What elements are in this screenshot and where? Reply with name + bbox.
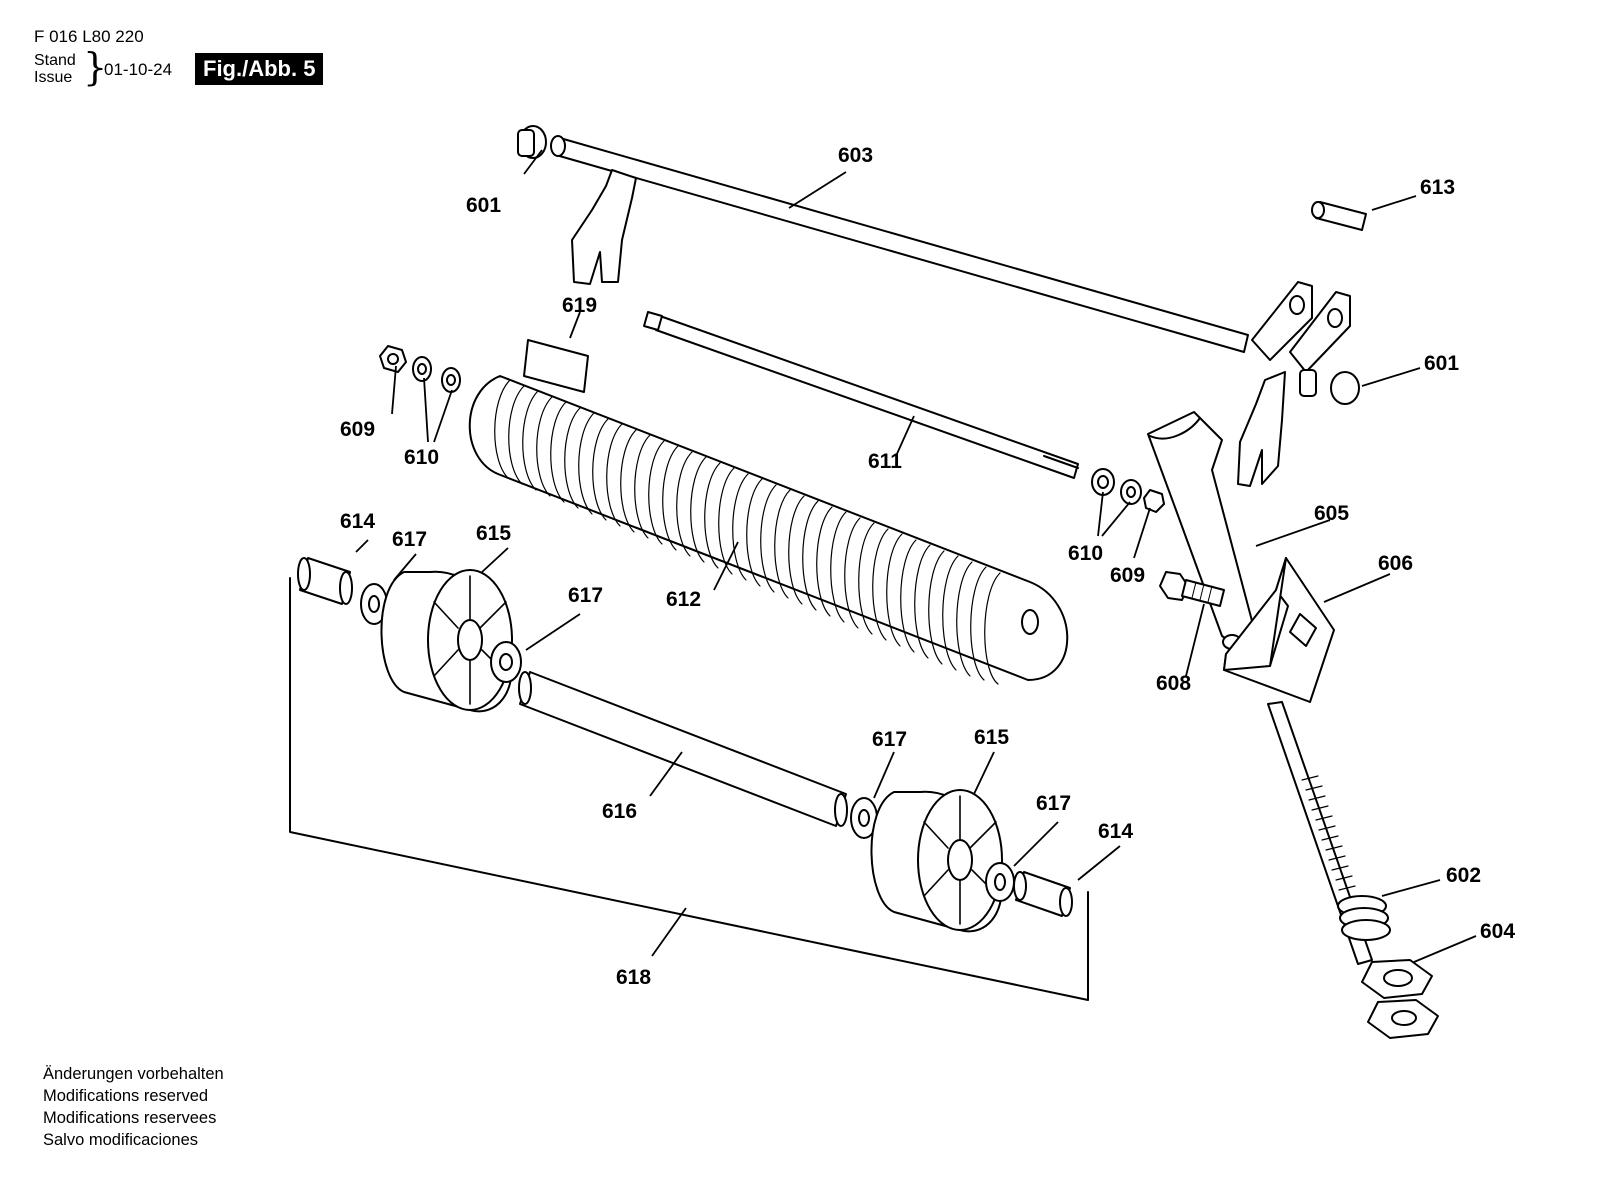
- part-labels: 601 603 613 619 601 609 610 611 605 610 …: [340, 144, 1515, 989]
- part-label-617-mid: 617: [568, 584, 603, 607]
- footer-note-de: Änderungen vorbehalten: [43, 1065, 224, 1083]
- part-label-615-right: 615: [974, 726, 1009, 749]
- issue-date: 01-10-24: [104, 60, 173, 79]
- part-label-610-right: 610: [1068, 542, 1103, 565]
- wheel-615-left: [380, 569, 514, 713]
- part-label-601-left: 601: [466, 194, 501, 217]
- rod-611: [643, 311, 1079, 479]
- document-number: F 016 L80 220: [34, 27, 144, 46]
- part-label-601-right: 601: [1424, 352, 1459, 375]
- part-label-615-left: 615: [476, 522, 511, 545]
- part-label-611: 611: [868, 450, 902, 473]
- box-619: [523, 339, 589, 393]
- washer-617-mid: [490, 641, 522, 683]
- part-label-612: 612: [666, 588, 701, 611]
- part-label-616: 616: [602, 800, 637, 823]
- footer-note-en: Modifications reserved: [43, 1087, 209, 1105]
- footer-note-fr: Modifications reservees: [43, 1109, 217, 1127]
- part-label-603: 603: [838, 144, 873, 167]
- stand-label: Stand: [34, 52, 76, 69]
- brush-roller-612: [468, 375, 1069, 685]
- part-label-609-left: 609: [340, 418, 375, 441]
- washer-617-right-b: [985, 862, 1015, 902]
- part-label-614-left: 614: [340, 510, 375, 533]
- part-label-608: 608: [1156, 672, 1191, 695]
- part-label-610-left: 610: [404, 446, 439, 469]
- issue-label: Issue: [34, 69, 73, 86]
- part-label-606: 606: [1378, 552, 1413, 575]
- footer-notes: Änderungen vorbehalten Modifications res…: [43, 1063, 224, 1151]
- part-label-602: 602: [1446, 864, 1481, 887]
- footer-note-es: Salvo modificaciones: [43, 1131, 198, 1149]
- brace-glyph: }: [83, 45, 108, 89]
- part-label-604: 604: [1480, 920, 1515, 943]
- part-label-618: 618: [616, 966, 651, 989]
- sleeve-614-right: [1013, 871, 1073, 917]
- sleeve-614-left: [297, 557, 353, 605]
- stand-issue-label: Stand Issue: [34, 52, 76, 86]
- part-label-614-right: 614: [1098, 820, 1133, 843]
- part-label-617-right-a: 617: [872, 728, 907, 751]
- washer-617-right-a: [850, 797, 878, 839]
- axle-616: [518, 671, 848, 827]
- fork-lever-left: [571, 169, 637, 285]
- nut-washers-right: [1091, 468, 1165, 513]
- nut-washers-left: [379, 345, 461, 393]
- pin-613: [1311, 201, 1367, 231]
- leader-lines: [355, 149, 1477, 963]
- part-label-619: 619: [562, 294, 597, 317]
- part-label-605: 605: [1314, 502, 1349, 525]
- part-label-617-left: 617: [392, 528, 427, 551]
- wheel-615-right: [870, 789, 1004, 933]
- part-label-609-right: 609: [1110, 564, 1145, 587]
- spring-602: [1337, 895, 1391, 941]
- part-label-617-right-b: 617: [1036, 792, 1071, 815]
- plate-606: [1223, 557, 1335, 703]
- shaft-603: [517, 125, 1249, 353]
- bolt-608: [1159, 571, 1225, 607]
- figure-badge: Fig./Abb. 5: [195, 53, 324, 85]
- part-label-613: 613: [1420, 176, 1455, 199]
- nuts-604: [1361, 959, 1439, 1039]
- assembly-bracket-618: [289, 577, 1089, 1001]
- bracket-right: [1237, 281, 1360, 487]
